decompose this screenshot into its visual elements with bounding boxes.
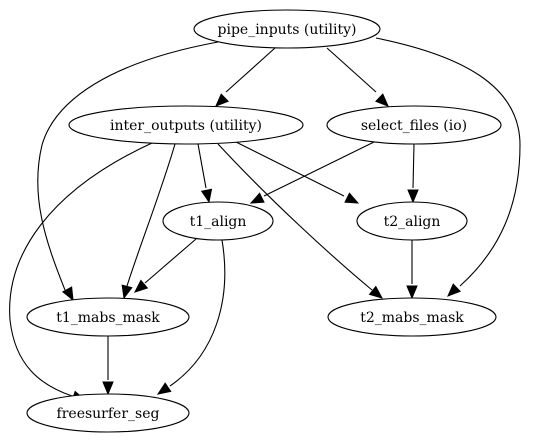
node-label-t1-align: t1_align (190, 214, 247, 230)
node-label-pipe-inputs: pipe_inputs (utility) (218, 22, 357, 38)
edge-pipe-inputs-to-t2-mabs-mask (375, 37, 521, 297)
edge-line (263, 141, 375, 197)
arrowhead-icon (61, 286, 74, 302)
node-label-t1-mabs-mask: t1_mabs_mask (56, 310, 160, 326)
edge-line (144, 238, 197, 284)
graph-nodes: pipe_inputs (utility) inter_outputs (uti… (26, 9, 502, 433)
edge-line (9, 142, 153, 397)
node-label-t2-align: t2_align (384, 214, 441, 230)
arrowhead-icon (406, 285, 418, 300)
edge-line (217, 143, 373, 291)
edge-t1-mabs-mask-to-freesurfer-seg (102, 336, 114, 396)
edge-select-files-to-t2-align (407, 143, 419, 204)
edge-line (375, 37, 521, 287)
edge-line (326, 47, 377, 93)
graph-edges (9, 37, 521, 402)
edge-pipe-inputs-to-select-files (326, 47, 389, 107)
arrowhead-icon (344, 192, 360, 204)
node-t2-align: t2_align (356, 201, 468, 241)
edge-inter-outputs-to-t2-mabs-mask (217, 143, 384, 299)
arrowhead-icon (134, 279, 149, 293)
arrowhead-icon (249, 192, 265, 204)
edge-t1-align-to-t1-mabs-mask (134, 238, 197, 293)
edge-inter-outputs-to-freesurfer-seg (9, 142, 153, 402)
edge-line (235, 141, 345, 197)
edge-line (126, 143, 176, 287)
edge-inter-outputs-to-t2-align (235, 141, 360, 204)
node-pipe-inputs: pipe_inputs (utility) (193, 9, 381, 49)
node-t1-mabs-mask: t1_mabs_mask (26, 297, 190, 337)
edge-line (225, 47, 276, 93)
edge-line (37, 41, 219, 291)
edge-pipe-inputs-to-t1-mabs-mask (37, 41, 219, 302)
edge-select-files-to-t1-align (249, 141, 375, 204)
arrowhead-icon (156, 382, 172, 395)
arrowhead-icon (121, 284, 133, 300)
node-inter-outputs: inter_outputs (utility) (68, 105, 304, 145)
node-label-t2-mabs-mask: t2_mabs_mask (360, 310, 464, 326)
arrowhead-icon (215, 93, 230, 107)
edge-inter-outputs-to-t1-mabs-mask (121, 143, 176, 300)
arrowhead-icon (102, 381, 114, 396)
node-t1-align: t1_align (162, 201, 274, 241)
node-t2-mabs-mask: t2_mabs_mask (327, 297, 497, 337)
arrowhead-icon (374, 93, 389, 107)
edge-pipe-inputs-to-inter-outputs (215, 47, 276, 107)
edge-line (412, 143, 415, 189)
arrowhead-icon (200, 188, 213, 204)
edge-t1-align-to-freesurfer-seg (156, 239, 226, 395)
edge-line (197, 143, 207, 189)
node-label-freesurfer-seg: freesurfer_seg (57, 406, 160, 422)
arrowhead-icon (368, 285, 384, 299)
node-select-files: select_files (io) (326, 105, 502, 145)
node-label-inter-outputs: inter_outputs (utility) (110, 118, 262, 134)
edge-line (169, 239, 226, 387)
edge-inter-outputs-to-t1-align (197, 143, 213, 204)
arrowhead-icon (407, 189, 419, 204)
arrowhead-icon (447, 283, 462, 297)
node-freesurfer-seg: freesurfer_seg (26, 393, 190, 433)
edge-t2-align-to-t2-mabs-mask (406, 240, 418, 300)
node-label-select-files: select_files (io) (361, 118, 467, 134)
